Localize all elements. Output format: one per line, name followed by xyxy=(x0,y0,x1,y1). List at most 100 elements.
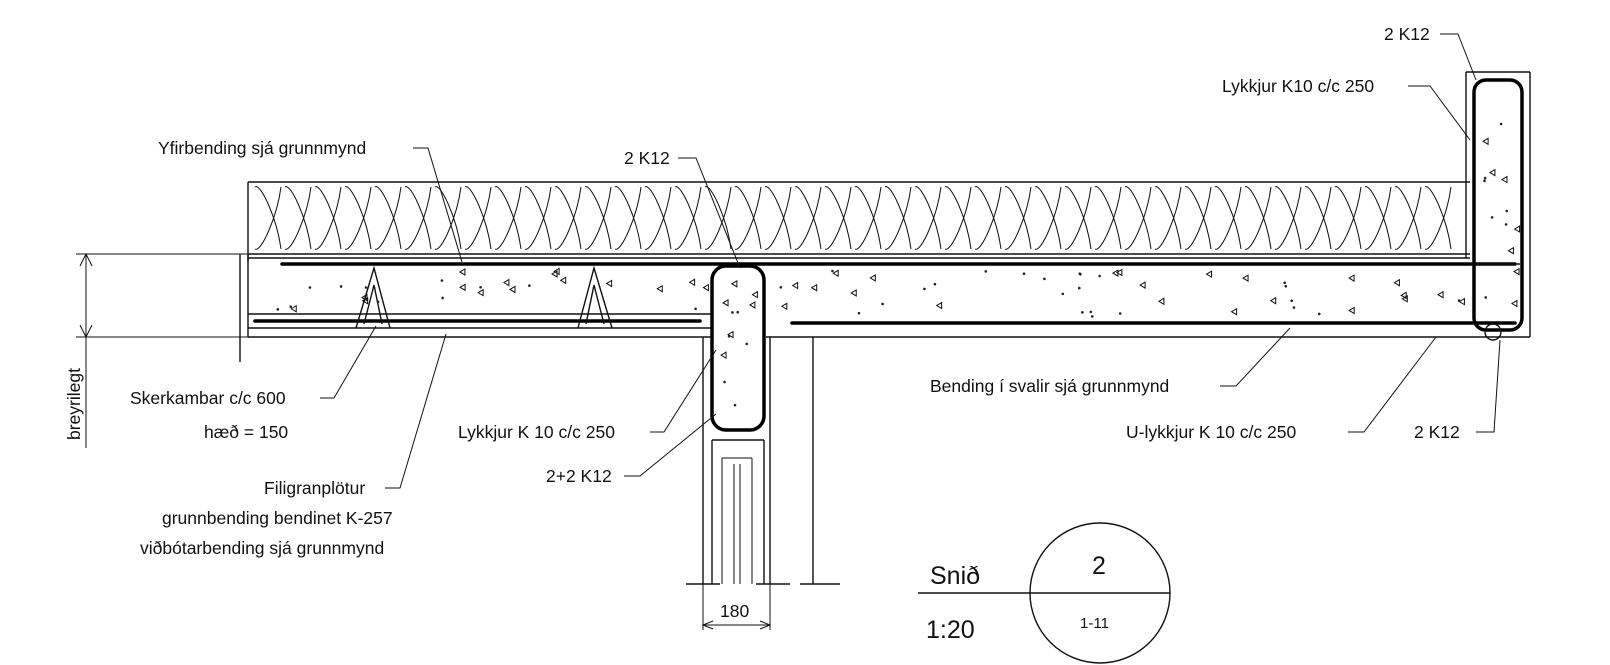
skerkambar-label: Skerkambar c/c 600 xyxy=(130,388,286,408)
aggregate-dot xyxy=(440,279,444,282)
aggregate-triangle xyxy=(1507,246,1514,255)
aggregate-dot xyxy=(779,285,783,289)
aggregate-triangle xyxy=(1111,269,1119,277)
aggregate-triangle xyxy=(656,284,663,293)
aggregate-dot xyxy=(1077,286,1081,290)
aggregate-dot xyxy=(1118,312,1122,315)
aggregate-triangle xyxy=(1482,137,1489,146)
aggregate-dot xyxy=(441,296,444,300)
aggregate-dot xyxy=(736,310,740,314)
aggregate-triangle xyxy=(722,298,729,307)
aggregate-dot xyxy=(1284,284,1288,288)
haed-label: hæð = 150 xyxy=(204,422,288,442)
aggregate-dot xyxy=(923,287,926,291)
yfirbending-label: Yfirbending sjá grunnmynd xyxy=(158,138,366,158)
aggregate-triangle xyxy=(559,276,567,285)
aggregate-dot xyxy=(528,284,531,287)
breyrilegt-label: breyrilegt xyxy=(64,368,84,440)
concrete-slab xyxy=(239,254,1530,362)
aggregate-triangle xyxy=(458,268,466,276)
aggregate-triangle xyxy=(1157,297,1165,306)
aggregate-triangle xyxy=(832,269,839,278)
aggregate-dot xyxy=(1290,299,1293,303)
aggregate-triangle xyxy=(1513,267,1520,276)
aggregate-triangle xyxy=(502,278,510,287)
aggregate-triangle xyxy=(509,285,516,294)
filigran-vidbotar-label: viðbótarbending sjá grunnmynd xyxy=(140,538,384,558)
aggregate-triangle xyxy=(361,296,369,305)
aggregate-triangle xyxy=(477,288,484,297)
aggregate-triangle xyxy=(850,289,857,297)
section-mark: Snið 1:20 2 1-11 xyxy=(918,522,1171,664)
aggregate-triangle xyxy=(751,290,758,299)
rebar-2k12-bottom-right-label: 2 K12 xyxy=(1414,422,1460,442)
aggregate-dot xyxy=(479,286,482,289)
aggregate-dot xyxy=(1061,292,1065,296)
aggregate-triangle xyxy=(780,302,788,311)
aggregate-triangle xyxy=(1458,297,1465,306)
aggregate-triangle xyxy=(688,278,696,287)
aggregate-triangle xyxy=(702,283,709,292)
aggregate-dot xyxy=(339,285,343,288)
filigran-grunnbending-label: grunnbending bendinet K-257 xyxy=(162,508,393,528)
aggregate-dot xyxy=(1483,176,1487,180)
lykkjur-right-label: Lykkjur K10 c/c 250 xyxy=(1222,76,1374,96)
aggregate-dot xyxy=(1490,216,1494,219)
aggregate-dot xyxy=(933,282,937,286)
aggregate-triangle xyxy=(1242,274,1249,282)
aggregate-dot xyxy=(289,305,293,308)
aggregate-dot xyxy=(831,269,834,273)
aggregate-dot xyxy=(1089,310,1093,314)
aggregate-triangle xyxy=(1488,168,1496,177)
aggregate-triangle xyxy=(1139,281,1146,289)
aggregate-triangle xyxy=(720,351,727,360)
aggregate-triangle xyxy=(1513,225,1521,233)
aggregate-triangle xyxy=(1401,294,1408,303)
aggregate-triangle xyxy=(810,283,818,292)
aggregate-triangle xyxy=(748,301,756,309)
aggregate-dot xyxy=(731,311,734,314)
variable-dimension: breyrilegt xyxy=(64,252,250,448)
u-lykkjur-label: U-lykkjur K 10 c/c 250 xyxy=(1126,422,1296,442)
aggregate-dot xyxy=(1505,209,1509,213)
aggregate-dot xyxy=(276,308,280,311)
aggregate-triangle xyxy=(869,274,876,282)
aggregate-triangle xyxy=(730,279,738,288)
aggregate-dot xyxy=(1504,223,1508,226)
aggregate-triangle xyxy=(727,330,734,339)
section-scale: 1:20 xyxy=(926,616,975,644)
rebar-2plus2-k12-label: 2+2 K12 xyxy=(546,466,612,486)
aggregate-triangle xyxy=(1348,274,1355,282)
aggregate-dot xyxy=(1078,272,1082,275)
concrete-aggregate xyxy=(276,122,1521,407)
rebar-2k12-top-right-label: 2 K12 xyxy=(1384,24,1430,44)
lykkjur-mid-label: Lykkjur K 10 c/c 250 xyxy=(458,422,615,442)
aggregate-triangle xyxy=(1400,291,1407,300)
aggregate-dot xyxy=(694,307,697,311)
aggregate-dot xyxy=(733,403,737,407)
aggregate-dot xyxy=(723,380,726,384)
aggregate-dot xyxy=(857,311,861,315)
shear-truss-left xyxy=(355,265,391,329)
aggregate-dot xyxy=(1043,277,1046,281)
aggregate-triangle xyxy=(1393,278,1400,287)
bending-svalir-label: Bending í svalir sjá grunnmynd xyxy=(930,376,1169,396)
aggregate-dot xyxy=(1484,296,1488,299)
aggregate-dot xyxy=(745,342,748,346)
aggregate-triangle xyxy=(551,270,558,278)
aggregate-dot xyxy=(376,300,380,304)
aggregate-triangle xyxy=(1205,270,1213,279)
aggregate-triangle xyxy=(935,301,943,310)
leader-lines xyxy=(320,33,1501,489)
aggregate-dot xyxy=(1283,281,1286,285)
aggregate-triangle xyxy=(605,279,613,288)
section-sheet: 1-11 xyxy=(1080,615,1109,632)
aggregate-dot xyxy=(1081,311,1084,314)
shear-truss-right xyxy=(577,265,613,329)
aggregate-triangle xyxy=(1230,307,1238,316)
beam-section xyxy=(686,264,840,585)
aggregate-triangle xyxy=(1437,290,1444,299)
aggregate-triangle xyxy=(1269,296,1277,305)
aggregate-dot xyxy=(1483,179,1486,183)
